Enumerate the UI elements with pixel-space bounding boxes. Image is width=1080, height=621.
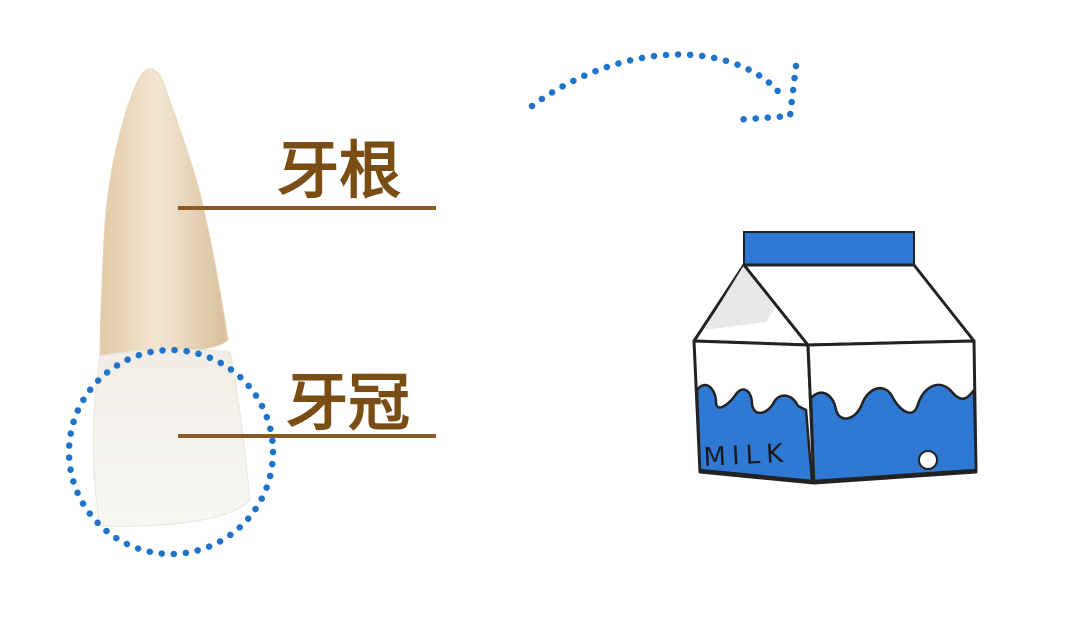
dotted-curved-arrow-icon (532, 55, 796, 120)
tooth-image (93, 69, 250, 527)
milk-carton-icon: MILK (694, 232, 976, 483)
crown-label: 牙冠 (286, 366, 410, 439)
arrow-arc (532, 55, 785, 106)
carton-cap (744, 232, 914, 265)
carton-milk-drop (919, 451, 937, 469)
tooth-root (100, 69, 228, 358)
arrow-head (734, 66, 796, 120)
carton-milk-text: MILK (703, 439, 790, 473)
root-label: 牙根 (277, 134, 401, 207)
